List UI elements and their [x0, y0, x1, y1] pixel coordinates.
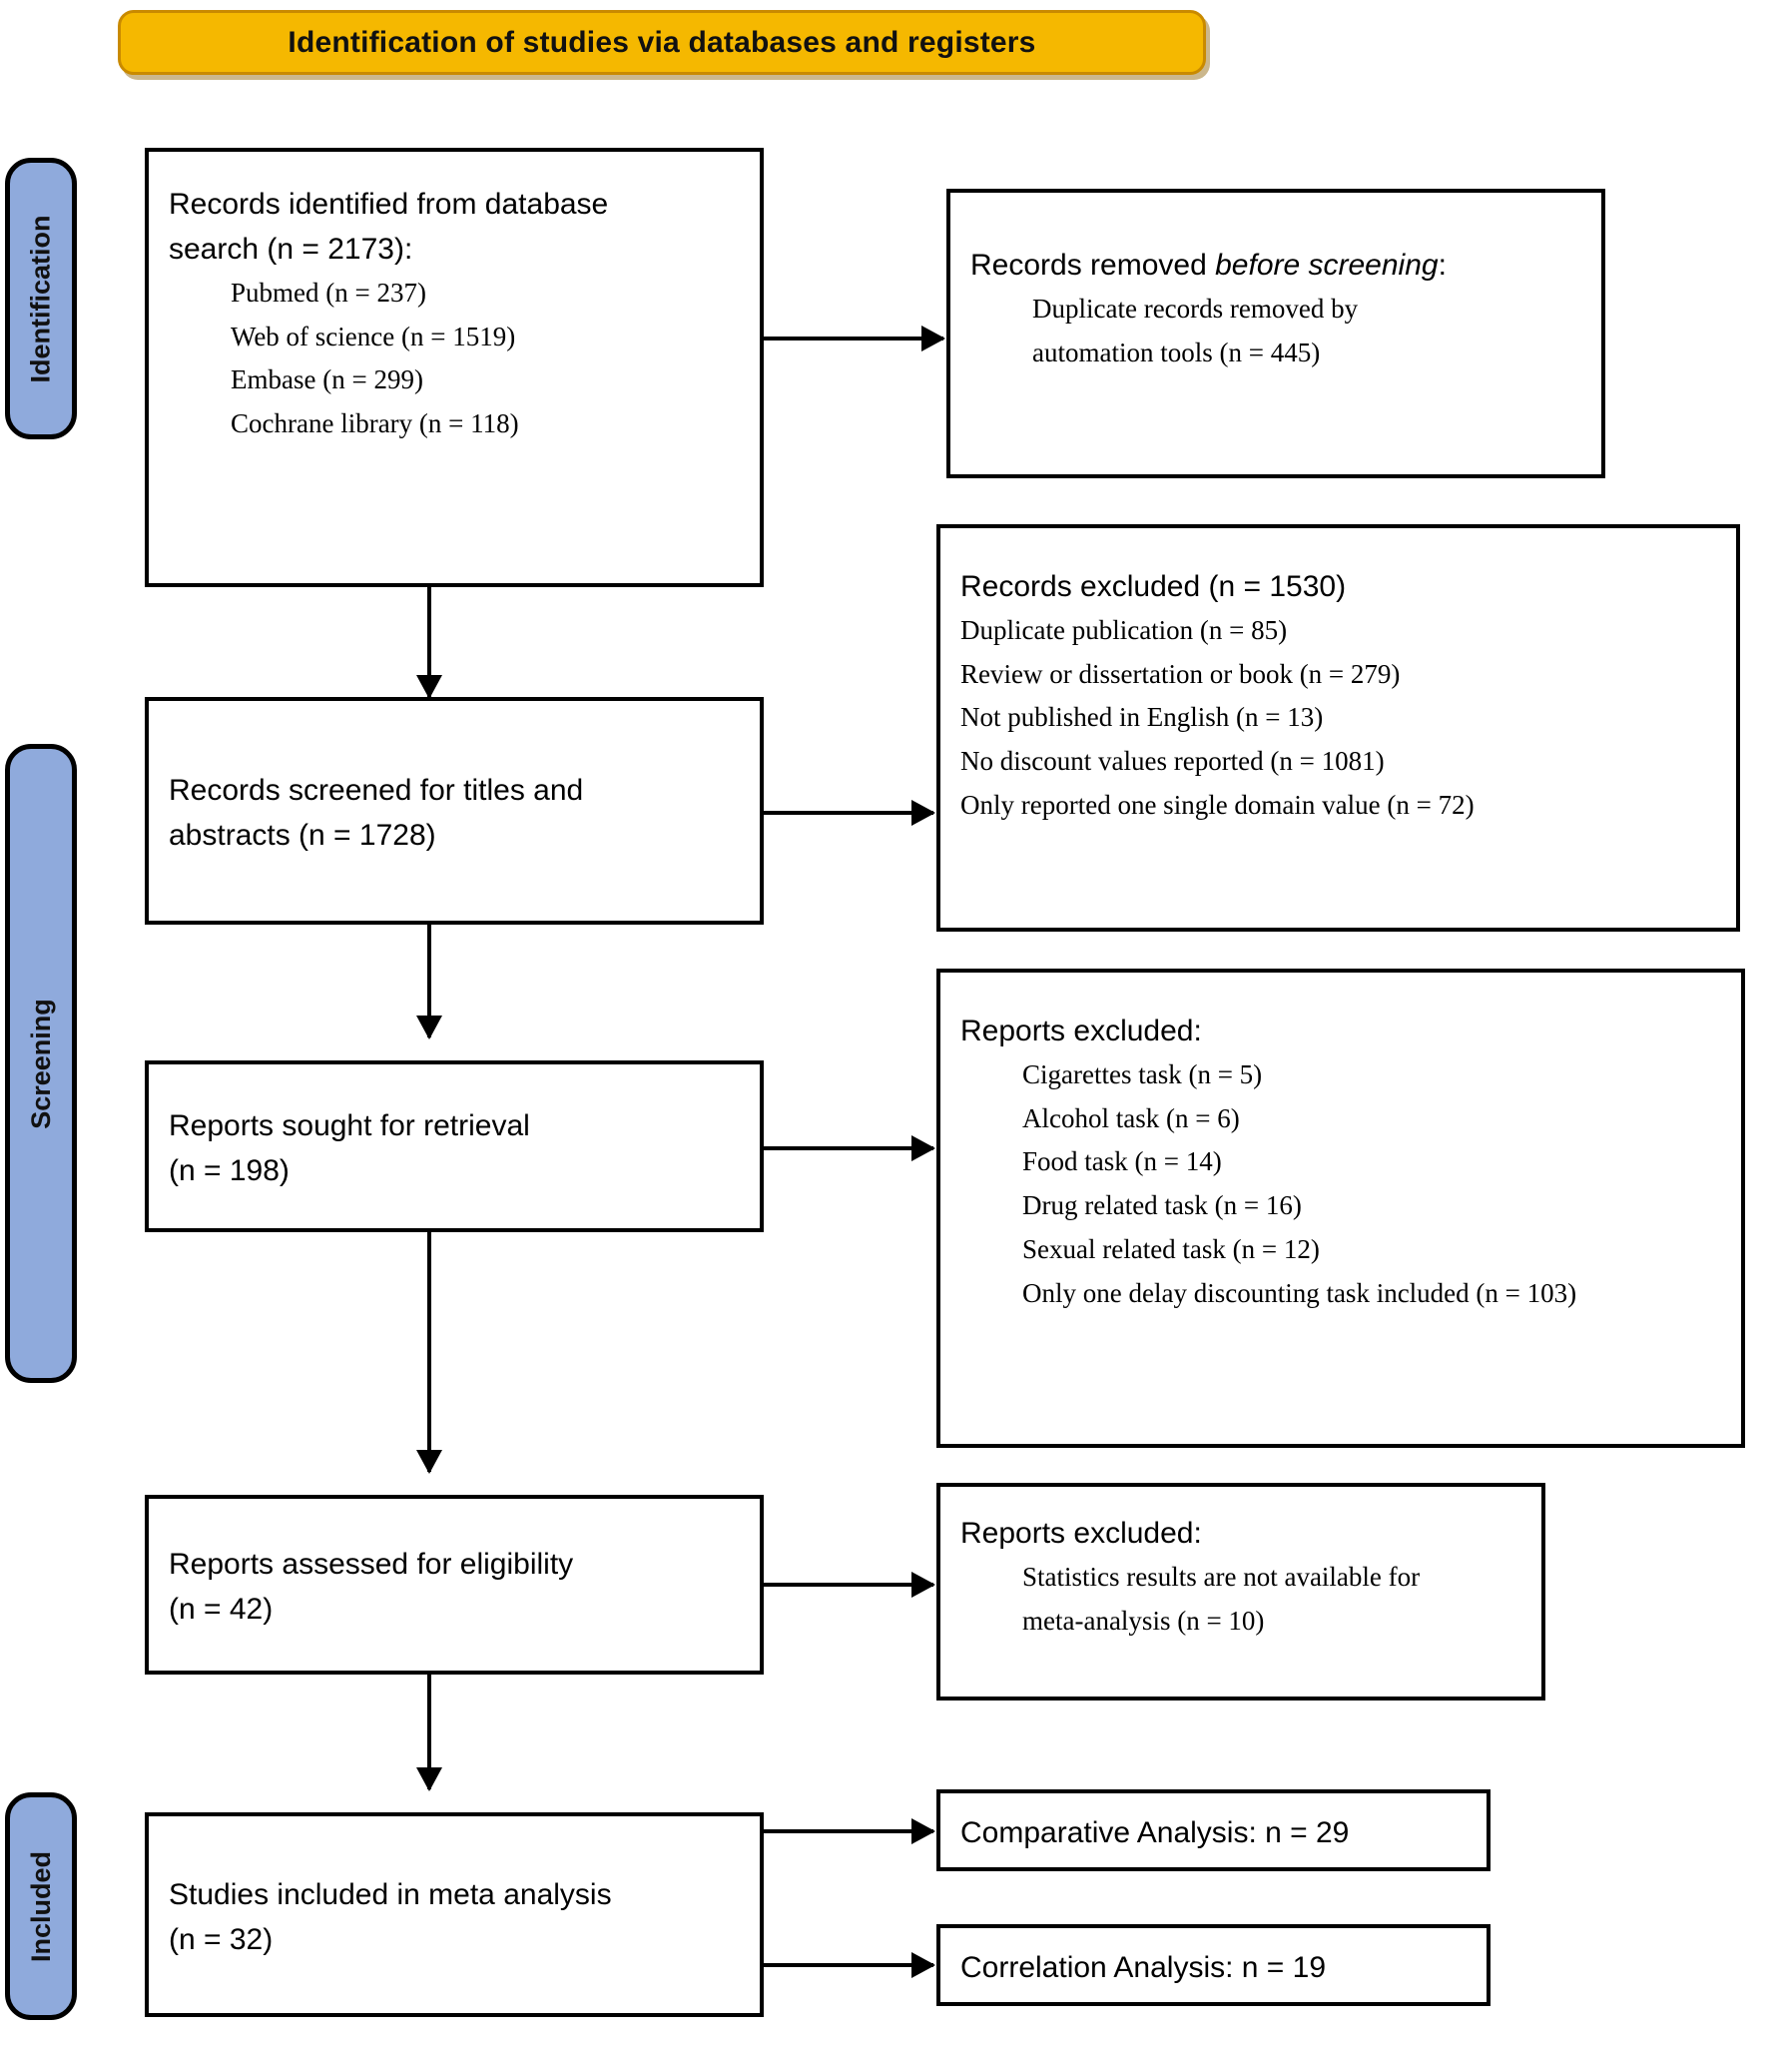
arrow-screened-to-excluded	[764, 811, 933, 815]
arrow-sought-to-assessed	[427, 1232, 431, 1472]
arrow-included-to-comparative	[764, 1829, 933, 1833]
records-excluded-reason-language: Not published in English (n = 13)	[960, 702, 1324, 733]
studies-included-header-line1: Studies included in meta analysis	[169, 1877, 612, 1911]
reports-excluded-task-food: Food task (n = 14)	[1022, 1146, 1222, 1177]
arrow-screened-to-sought	[427, 925, 431, 1037]
reports-assessed-header-line1: Reports assessed for eligibility	[169, 1548, 574, 1581]
records-identified-source-web-of-science: Web of science (n = 1519)	[231, 321, 516, 351]
arrow-included-to-correlation	[764, 1963, 933, 1967]
records-screened-header-line2: abstracts (n = 1728)	[169, 819, 436, 852]
box-reports-assessed: Reports assessed for eligibility (n = 42…	[145, 1495, 764, 1675]
comparative-analysis-header: Comparative Analysis: n = 29	[960, 1815, 1350, 1849]
arrow-assessed-to-included	[427, 1675, 431, 1789]
reports-sought-header-line1: Reports sought for retrieval	[169, 1109, 530, 1142]
studies-included-header-line2: (n = 32)	[169, 1922, 274, 1956]
arrow-sought-to-reports-excluded	[764, 1146, 933, 1150]
reports-excluded-task-single-delay: Only one delay discounting task included…	[1022, 1277, 1577, 1308]
reports-excluded-task-cigarettes: Cigarettes task (n = 5)	[1022, 1059, 1263, 1089]
reports-excluded-stats-detail-line2: meta-analysis (n = 10)	[1022, 1605, 1265, 1636]
reports-excluded-task-drug: Drug related task (n = 16)	[1022, 1190, 1302, 1221]
records-removed-header: Records removed before screening:	[970, 243, 1581, 288]
arrow-identified-to-screened	[427, 587, 431, 697]
box-records-excluded: Records excluded (n = 1530) Duplicate pu…	[936, 524, 1740, 932]
reports-excluded-stats-detail-line1: Statistics results are not available for	[1022, 1562, 1421, 1592]
reports-excluded-task-alcohol: Alcohol task (n = 6)	[1022, 1102, 1240, 1133]
box-studies-included: Studies included in meta analysis (n = 3…	[145, 1812, 764, 2017]
records-removed-header-suffix: :	[1438, 249, 1447, 282]
records-excluded-reason-no-discount: No discount values reported (n = 1081)	[960, 746, 1385, 777]
stage-label-identification-text: Identification	[25, 215, 56, 382]
stage-label-screening: Screening	[5, 744, 77, 1383]
reports-excluded-tasks-header: Reports excluded:	[960, 1015, 1202, 1047]
records-excluded-header: Records excluded (n = 1530)	[960, 570, 1347, 603]
box-reports-excluded-tasks: Reports excluded: Cigarettes task (n = 5…	[936, 969, 1745, 1448]
records-identified-source-pubmed: Pubmed (n = 237)	[231, 278, 426, 308]
reports-sought-header-line2: (n = 198)	[169, 1154, 290, 1187]
diagram-title: Identification of studies via databases …	[288, 25, 1036, 59]
records-excluded-reason-duplicate: Duplicate publication (n = 85)	[960, 615, 1288, 645]
records-removed-detail-line1: Duplicate records removed by	[1032, 294, 1359, 324]
records-identified-header-line2: search (n = 2173):	[169, 233, 413, 266]
box-records-removed-before-screening: Records removed before screening: Duplic…	[946, 189, 1605, 478]
box-records-identified: Records identified from database search …	[145, 148, 764, 587]
records-removed-detail-line2: automation tools (n = 445)	[1032, 337, 1321, 367]
reports-excluded-task-sexual: Sexual related task (n = 12)	[1022, 1233, 1320, 1264]
records-excluded-reason-single-domain: Only reported one single domain value (n…	[960, 789, 1475, 820]
stage-label-included-text: Included	[25, 1850, 56, 1962]
box-correlation-analysis: Correlation Analysis: n = 19	[936, 1924, 1491, 2006]
correlation-analysis-header: Correlation Analysis: n = 19	[960, 1950, 1327, 1984]
stage-label-included: Included	[5, 1792, 77, 2020]
box-reports-sought: Reports sought for retrieval (n = 198)	[145, 1060, 764, 1232]
records-identified-header-line1: Records identified from database	[169, 188, 609, 221]
stage-label-identification: Identification	[5, 158, 77, 439]
stage-label-screening-text: Screening	[25, 998, 56, 1129]
reports-assessed-header-line2: (n = 42)	[169, 1593, 274, 1626]
records-screened-header-line1: Records screened for titles and	[169, 774, 584, 807]
records-identified-source-cochrane: Cochrane library (n = 118)	[231, 408, 519, 439]
box-reports-excluded-stats: Reports excluded: Statistics results are…	[936, 1483, 1545, 1701]
diagram-title-banner: Identification of studies via databases …	[118, 10, 1206, 75]
records-removed-header-prefix: Records removed	[970, 249, 1216, 282]
arrow-identified-to-removed	[764, 337, 943, 341]
box-records-screened: Records screened for titles and abstract…	[145, 697, 764, 925]
box-comparative-analysis: Comparative Analysis: n = 29	[936, 1789, 1491, 1871]
reports-excluded-stats-header: Reports excluded:	[960, 1517, 1202, 1550]
arrow-assessed-to-reports-excluded-stats	[764, 1583, 933, 1587]
records-removed-header-italic: before screening	[1215, 249, 1439, 282]
records-excluded-reason-review: Review or dissertation or book (n = 279)	[960, 658, 1401, 689]
records-identified-source-embase: Embase (n = 299)	[231, 364, 423, 395]
